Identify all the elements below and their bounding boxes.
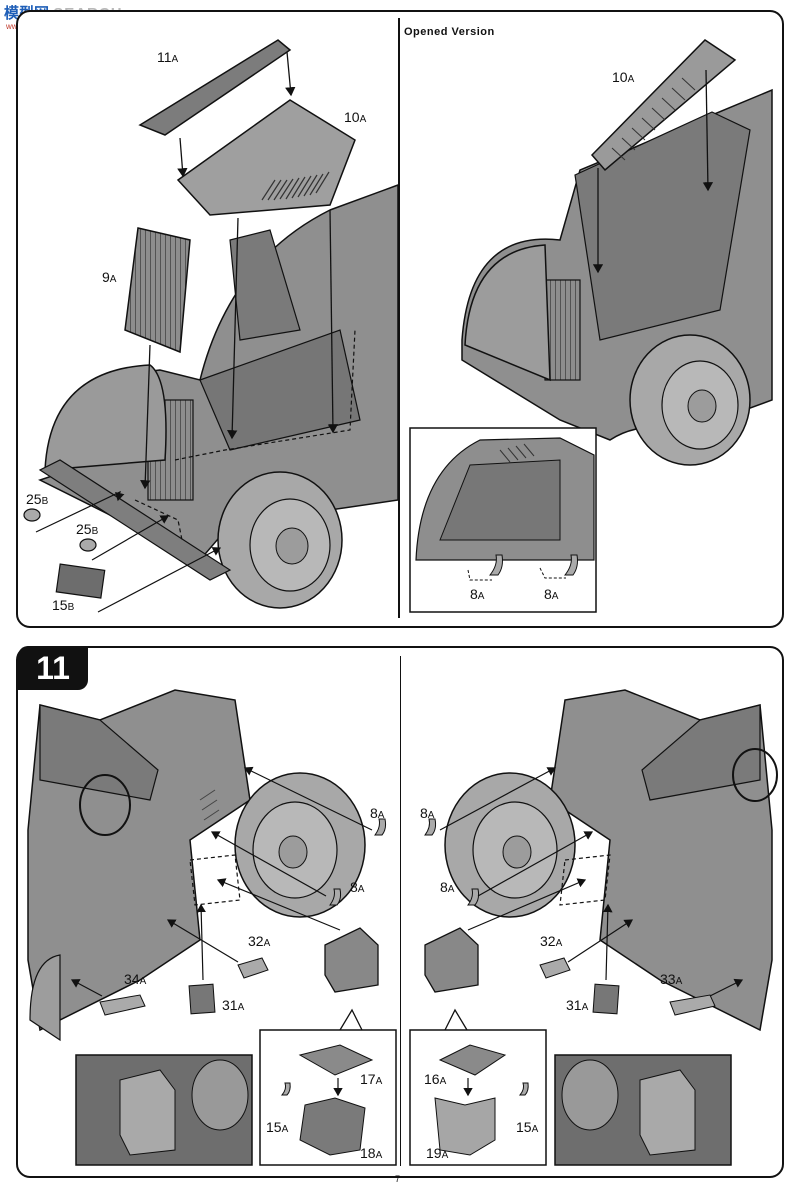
label-s11-right-32a: 32A xyxy=(540,933,563,949)
label-s11-left-34a: 34A xyxy=(124,971,147,987)
step11-right-part-8a-lower xyxy=(467,888,480,906)
inset-part-8a-left xyxy=(488,554,503,576)
label-s11-left-31a: 31A xyxy=(222,997,245,1013)
label-part-10a: 10A xyxy=(344,109,367,125)
step11-right-part-31a xyxy=(592,983,620,1015)
label-s11-right-8a-upper: 8A xyxy=(420,805,435,821)
label-s11-left-17a: 17A xyxy=(360,1071,383,1087)
label-part-9a: 9A xyxy=(102,269,117,285)
label-inset-part-8a-left: 8A xyxy=(470,586,485,602)
label-part-25b-lower: 25B xyxy=(76,521,99,537)
step11-right-part-33a xyxy=(669,994,716,1016)
label-inset-part-8a-right: 8A xyxy=(544,586,559,602)
label-s11-left-18a: 18A xyxy=(360,1145,383,1161)
step11-left-part-32a xyxy=(237,957,269,979)
part-25b-clip-upper xyxy=(23,508,41,522)
step11-left-part-8a-lower xyxy=(329,888,342,906)
step11-left-part-34a xyxy=(99,994,146,1016)
part-25b-clip-lower xyxy=(79,538,97,552)
label-s11-left-8a-upper: 8A xyxy=(370,805,385,821)
label-s11-right-33a: 33A xyxy=(660,971,683,987)
step-10-divider xyxy=(398,18,400,618)
step11-right-part-8a-upper xyxy=(424,818,437,836)
step11-right-toolbox xyxy=(424,927,479,993)
step11-left-part-8a-upper xyxy=(374,818,387,836)
label-s11-right-15a: 15A xyxy=(516,1119,539,1135)
label-s11-right-31a: 31A xyxy=(566,997,589,1013)
step-11-divider xyxy=(400,656,401,1166)
label-s11-right-8a-lower: 8A xyxy=(440,879,455,895)
label-part-25b-upper: 25B xyxy=(26,491,49,507)
part-11a-hood-top xyxy=(138,39,292,136)
part-10a-hood-side xyxy=(176,99,356,216)
label-part-15b: 15B xyxy=(52,597,75,613)
label-s11-left-32a: 32A xyxy=(248,933,271,949)
opened-version-title: Opened Version xyxy=(404,26,495,38)
part-9a-grille xyxy=(124,227,191,354)
label-opened-part-10a: 10A xyxy=(612,69,635,85)
inset-part-8a-right xyxy=(563,554,578,576)
page-number: 7 xyxy=(395,1174,401,1184)
label-s11-left-8a-lower: 8A xyxy=(350,879,365,895)
part-15b-plate xyxy=(55,563,106,599)
step11-right-part-32a xyxy=(539,957,571,979)
step-11-badge: 11 xyxy=(18,646,88,690)
label-s11-left-15a: 15A xyxy=(266,1119,289,1135)
label-s11-right-19a: 19A xyxy=(426,1145,449,1161)
label-s11-right-16a: 16A xyxy=(424,1071,447,1087)
step11-left-part-31a xyxy=(188,983,216,1015)
part-10a-hood-raised xyxy=(590,39,737,172)
step11-left-toolbox xyxy=(324,927,379,993)
label-part-11a: 11A xyxy=(157,49,179,65)
